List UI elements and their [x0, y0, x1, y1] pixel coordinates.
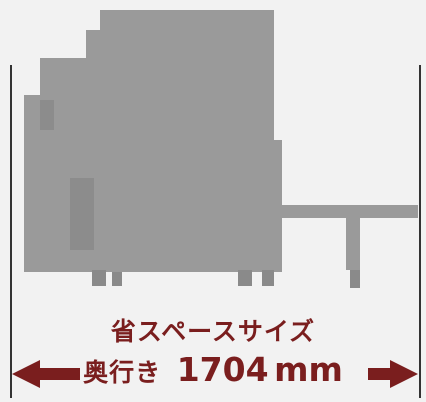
arrow-left-icon: [12, 360, 80, 388]
arrow-right-icon: [368, 360, 418, 388]
machine-panels: [40, 100, 94, 250]
machine-feet: [92, 270, 360, 288]
depth-value: 1704: [176, 350, 269, 389]
depth-label: 奥行き: [83, 358, 162, 387]
depth-unit: mm: [274, 350, 343, 389]
caption-depth: 奥行き 1704 mm: [0, 350, 426, 389]
caption-title: 省スペースサイズ: [110, 317, 316, 346]
